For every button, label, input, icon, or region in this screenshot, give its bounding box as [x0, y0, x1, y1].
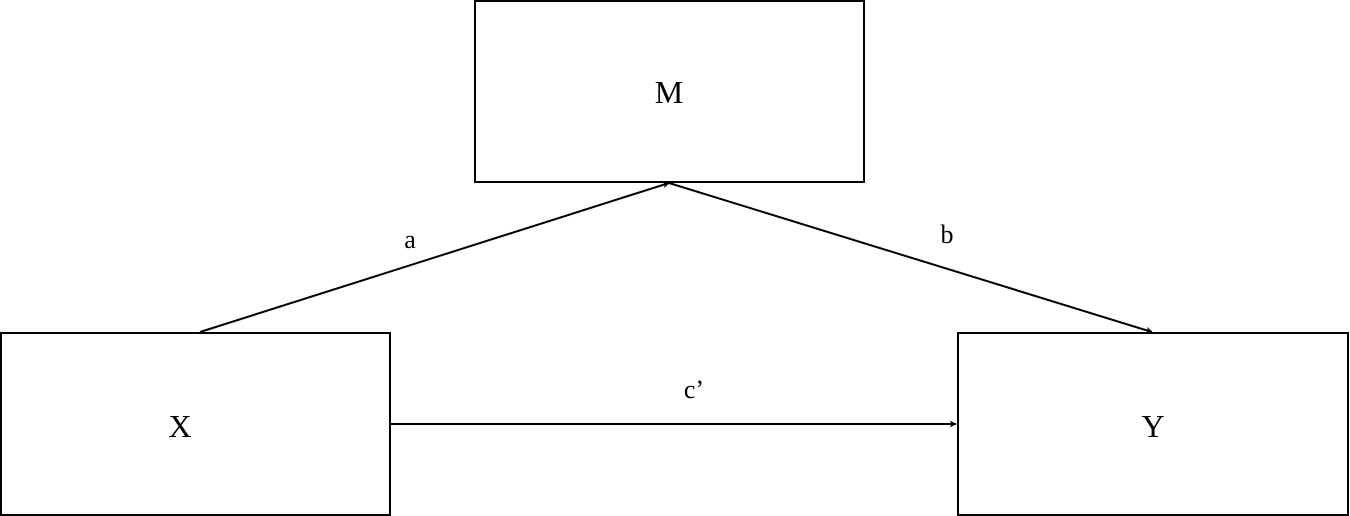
node-y-label: Y	[1141, 408, 1164, 444]
node-m-box	[474, 0, 865, 183]
node-m-label: M	[655, 74, 683, 110]
node-y: Y	[957, 332, 1349, 516]
path-a-label: a	[404, 225, 416, 254]
path-b-arrow	[668, 182, 1153, 334]
node-x-label: X	[168, 408, 191, 444]
node-x: X	[0, 332, 391, 516]
node-y-box	[957, 332, 1349, 516]
path-b-label: b	[941, 220, 954, 249]
path-a-arrow	[199, 181, 670, 333]
node-x-box	[0, 332, 391, 516]
node-m: M	[474, 0, 865, 183]
path-c-prime-label: c’	[684, 375, 704, 404]
